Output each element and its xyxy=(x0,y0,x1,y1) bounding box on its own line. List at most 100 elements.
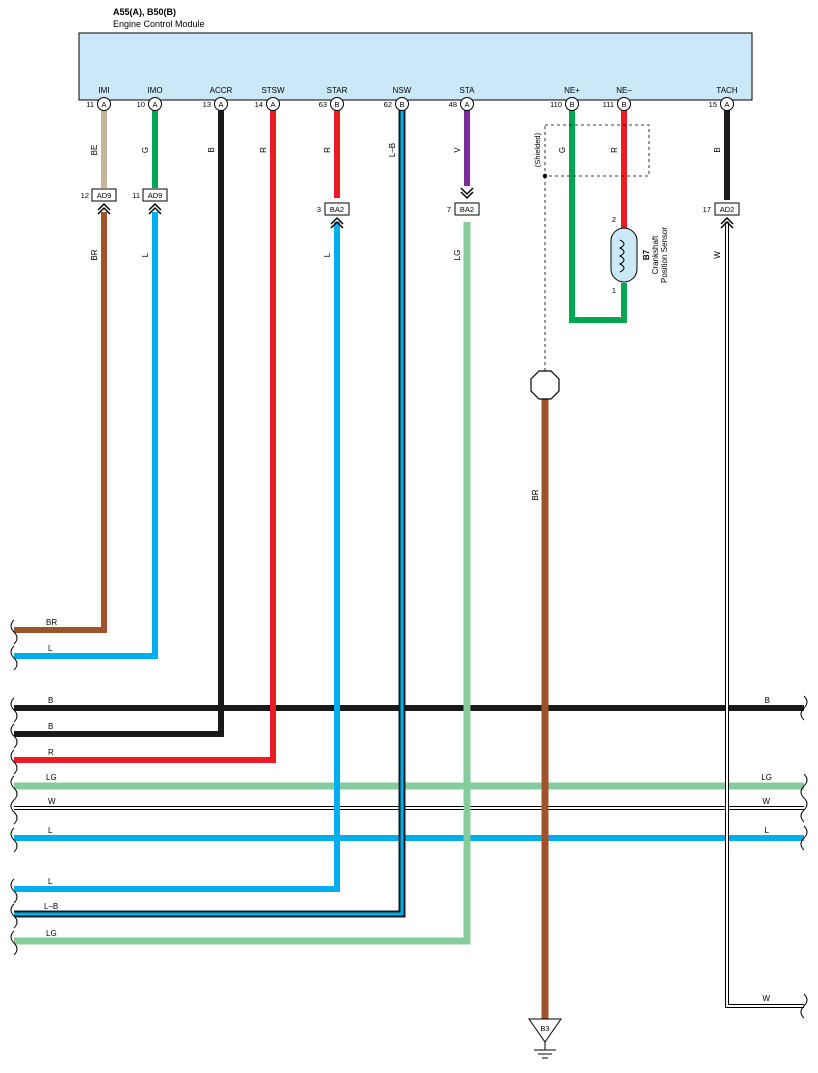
wire-tach-w-outline xyxy=(725,222,804,1008)
pin-circle-imo xyxy=(148,97,162,111)
shield-box xyxy=(544,124,650,177)
pin-num-sta: 48 xyxy=(449,100,457,109)
pin-num-star: 63 xyxy=(319,100,327,109)
wire-label-sta-lower: LG xyxy=(453,250,462,261)
module-name-label: Engine Control Module xyxy=(113,19,205,29)
ground-wire-label: BR xyxy=(531,489,540,500)
chevron-icon-tach xyxy=(720,216,734,229)
left-break-marks xyxy=(10,619,18,956)
pin-label-ne-plus: NE+ xyxy=(564,86,580,95)
pin-label-sta: STA xyxy=(460,86,476,95)
wire-label-sta-upper: V xyxy=(453,147,462,153)
left-label-4: B xyxy=(48,722,53,731)
pin-conn-star: B xyxy=(334,100,339,109)
right-break-marks xyxy=(800,695,808,1019)
pin-conn-ne-minus: B xyxy=(621,100,626,109)
wire-ne-plus-g xyxy=(569,110,627,323)
break-mark-right-2 xyxy=(800,773,808,799)
pin-conn-accr: A xyxy=(218,100,223,109)
break-mark-left-1 xyxy=(10,619,18,645)
sensor-id: B7 xyxy=(642,249,651,260)
junction-name-tach: AD2 xyxy=(720,205,735,214)
break-mark-left-6 xyxy=(10,775,18,801)
junction-connector-tach xyxy=(714,202,740,216)
wire-label-tach-upper: B xyxy=(713,147,722,152)
left-label-1: BR xyxy=(46,618,57,627)
left-label-9: L xyxy=(48,877,53,886)
chevron-icon-imi xyxy=(97,202,111,215)
junction-num-imo: 11 xyxy=(132,191,140,200)
break-mark-left-11 xyxy=(10,930,18,956)
wire-label-imi-upper: BE xyxy=(90,145,99,156)
break-mark-left-3 xyxy=(10,697,18,723)
pin-conn-tach: A xyxy=(724,100,729,109)
wire-nsw-lb-inner xyxy=(14,110,404,916)
right-label-4: L xyxy=(765,826,770,835)
pin-label-imo: IMO xyxy=(147,86,162,95)
wire-tach-w xyxy=(726,222,804,1007)
wire-label-nsw-upper: L–B xyxy=(388,143,397,157)
break-mark-left-4 xyxy=(10,723,18,749)
junction-connector-imi xyxy=(91,188,117,202)
wire-nsw-lb-outer xyxy=(14,110,406,918)
wire-label-ne-plus-upper: G xyxy=(558,147,567,153)
pin-label-star: STAR xyxy=(327,86,348,95)
left-label-11: LG xyxy=(46,929,57,938)
wire-sta-lg xyxy=(14,222,471,945)
sensor-pin-bottom: 1 xyxy=(612,286,616,295)
junction-connector-star xyxy=(324,202,350,216)
wire-label-star-upper: R xyxy=(323,147,332,153)
sensor-name-line2: Position Sensor xyxy=(660,227,669,283)
pin-circle-nsw xyxy=(395,97,409,111)
pin-label-accr: ACCR xyxy=(210,86,233,95)
pin-circle-imi xyxy=(97,97,111,111)
break-mark-left-9 xyxy=(10,878,18,904)
break-mark-left-10 xyxy=(10,903,18,929)
engine-control-module-box xyxy=(78,32,753,101)
wire-label-tach-lower: W xyxy=(713,251,722,259)
break-mark-left-5 xyxy=(10,749,18,775)
wire-label-stsw-upper: R xyxy=(259,147,268,153)
shielded-label: (Shielded) xyxy=(533,132,542,167)
wire-imo-l xyxy=(14,212,158,659)
junction-num-imi: 12 xyxy=(81,191,89,200)
right-label-5: W xyxy=(762,994,770,1003)
pin-conn-ne-plus: B xyxy=(569,100,574,109)
shield-ground-octagon xyxy=(530,370,560,400)
pin-conn-imi: A xyxy=(101,100,106,109)
wire-star-l xyxy=(14,222,340,892)
pin-conn-stsw: A xyxy=(270,100,275,109)
left-label-10: L–B xyxy=(44,902,58,911)
pin-conn-sta: A xyxy=(464,100,469,109)
crankshaft-sensor-body xyxy=(610,227,638,283)
pin-conn-nsw: B xyxy=(399,100,404,109)
pin-num-stsw: 14 xyxy=(255,100,263,109)
right-label-1: B xyxy=(765,696,770,705)
break-mark-right-5 xyxy=(800,993,808,1019)
right-label-2: LG xyxy=(761,773,772,782)
left-label-6: LG xyxy=(46,773,57,782)
module-connectors-label: A55(A), B50(B) xyxy=(113,7,176,17)
wire-label-accr-upper: B xyxy=(207,147,216,152)
pin-circle-ne-minus xyxy=(617,97,631,111)
break-mark-left-2 xyxy=(10,645,18,671)
pin-circle-tach xyxy=(720,97,734,111)
chevron-icon-imo xyxy=(148,202,162,215)
junction-num-tach: 17 xyxy=(703,205,711,214)
sensor-coil-icon xyxy=(618,239,625,273)
junction-num-sta: 7 xyxy=(447,205,451,214)
pin-circle-accr xyxy=(214,97,228,111)
pin-num-imo: 10 xyxy=(137,100,145,109)
pin-label-nsw: NSW xyxy=(393,86,412,95)
break-mark-right-1 xyxy=(800,695,808,721)
junction-name-imo: AD9 xyxy=(148,191,163,200)
pin-num-tach: 15 xyxy=(709,100,717,109)
junction-name-imi: AD9 xyxy=(97,191,112,200)
left-label-8: L xyxy=(48,826,53,835)
junction-connector-sta xyxy=(454,202,480,216)
chevron-icon-star xyxy=(330,216,344,229)
left-label-5: R xyxy=(48,748,54,757)
pin-circle-stsw xyxy=(266,97,280,111)
pin-label-stsw: STSW xyxy=(261,86,285,95)
